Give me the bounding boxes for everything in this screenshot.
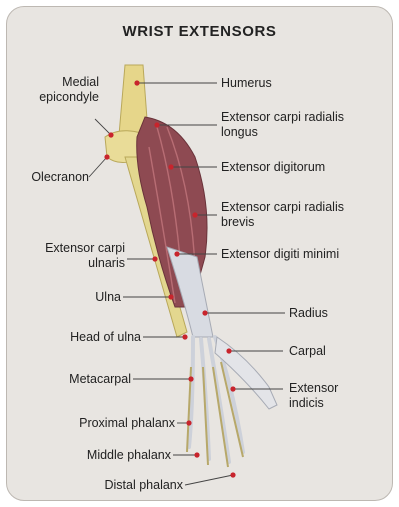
label-humerus: Humerus [221, 76, 272, 91]
label-radius: Radius [289, 306, 328, 321]
label-extensor-indicis: Extensor indicis [289, 381, 338, 411]
label-distal-phalanx: Distal phalanx [77, 478, 183, 493]
label-extensor-carpi-radialis-longus: Extensor carpi radialis longus [221, 110, 344, 140]
label-extensor-digitorum: Extensor digitorum [221, 160, 325, 175]
label-extensor-digiti-minimi: Extensor digiti minimi [221, 247, 339, 262]
diagram-card: WRIST EXTENSORS [6, 6, 393, 501]
label-middle-phalanx: Middle phalanx [67, 448, 171, 463]
label-ulna: Ulna [67, 290, 121, 305]
label-proximal-phalanx: Proximal phalanx [57, 416, 175, 431]
label-head-of-ulna: Head of ulna [37, 330, 141, 345]
label-olecranon: Olecranon [17, 170, 89, 185]
label-medial-epicondyle: Medial epicondyle [37, 75, 99, 105]
label-metacarpal: Metacarpal [47, 372, 131, 387]
label-extensor-carpi-ulnaris: Extensor carpi ulnaris [27, 241, 125, 271]
label-extensor-carpi-radialis-brevis: Extensor carpi radialis brevis [221, 200, 344, 230]
label-carpal: Carpal [289, 344, 326, 359]
